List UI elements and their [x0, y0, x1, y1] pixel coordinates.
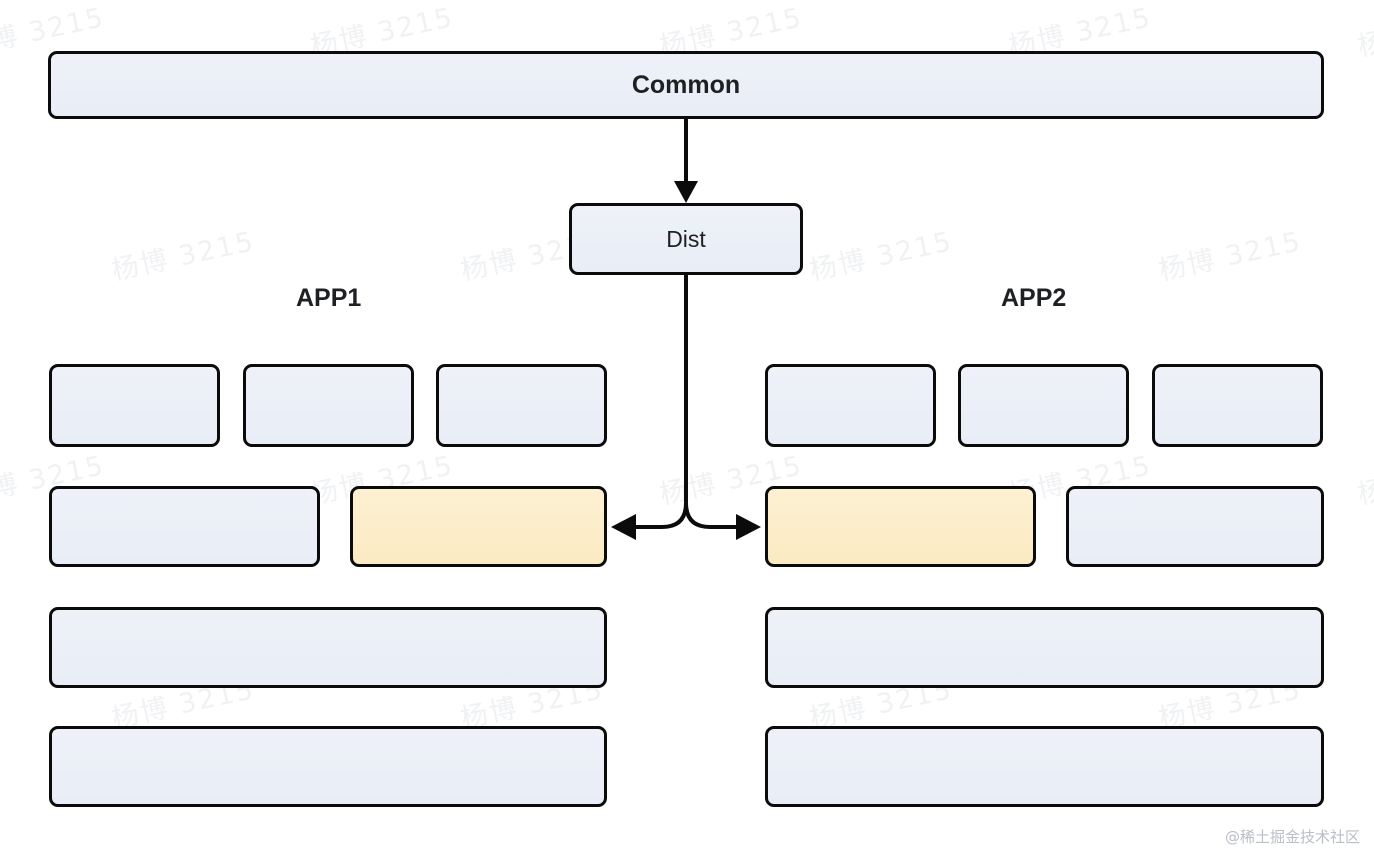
node-common[interactable]: Common — [48, 51, 1324, 119]
app1-box-2[interactable] — [243, 364, 414, 447]
arrowhead-dist-to-app1 — [611, 514, 636, 540]
group-caption-app2: APP2 — [1001, 284, 1067, 312]
app2-box-5[interactable] — [1066, 486, 1324, 567]
node-dist[interactable]: Dist — [569, 203, 803, 275]
app1-box-4[interactable] — [49, 486, 320, 567]
app2-box-7[interactable] — [765, 726, 1324, 807]
app1-box-3[interactable] — [436, 364, 607, 447]
app2-box-2[interactable] — [958, 364, 1129, 447]
app1-box-7[interactable] — [49, 726, 607, 807]
watermark-text: 杨博 3215 — [108, 226, 258, 287]
arrowhead-common-to-dist — [674, 181, 698, 203]
edge-dist-to-app1 — [632, 502, 688, 529]
watermark-text: 杨博 3215 — [1354, 2, 1374, 63]
watermark-text: 杨博 3215 — [1354, 450, 1374, 511]
site-credit: @稀土掘金技术社区 — [1224, 828, 1360, 846]
app2-box-3[interactable] — [1152, 364, 1323, 447]
app1-box-5-highlighted[interactable] — [350, 486, 607, 567]
node-dist-label: Dist — [666, 225, 706, 252]
watermark-text: 杨博 3215 — [806, 226, 956, 287]
app1-box-1[interactable] — [49, 364, 220, 447]
arrowhead-dist-to-app2 — [736, 514, 761, 540]
app2-box-1[interactable] — [765, 364, 936, 447]
group-caption-app1: APP1 — [296, 284, 362, 312]
app2-box-6[interactable] — [765, 607, 1324, 688]
watermark-text: 杨博 3215 — [1155, 226, 1305, 287]
app1-box-6[interactable] — [49, 607, 607, 688]
app2-box-4-highlighted[interactable] — [765, 486, 1036, 567]
edge-dist-to-app2 — [684, 502, 740, 529]
node-common-label: Common — [631, 70, 741, 99]
